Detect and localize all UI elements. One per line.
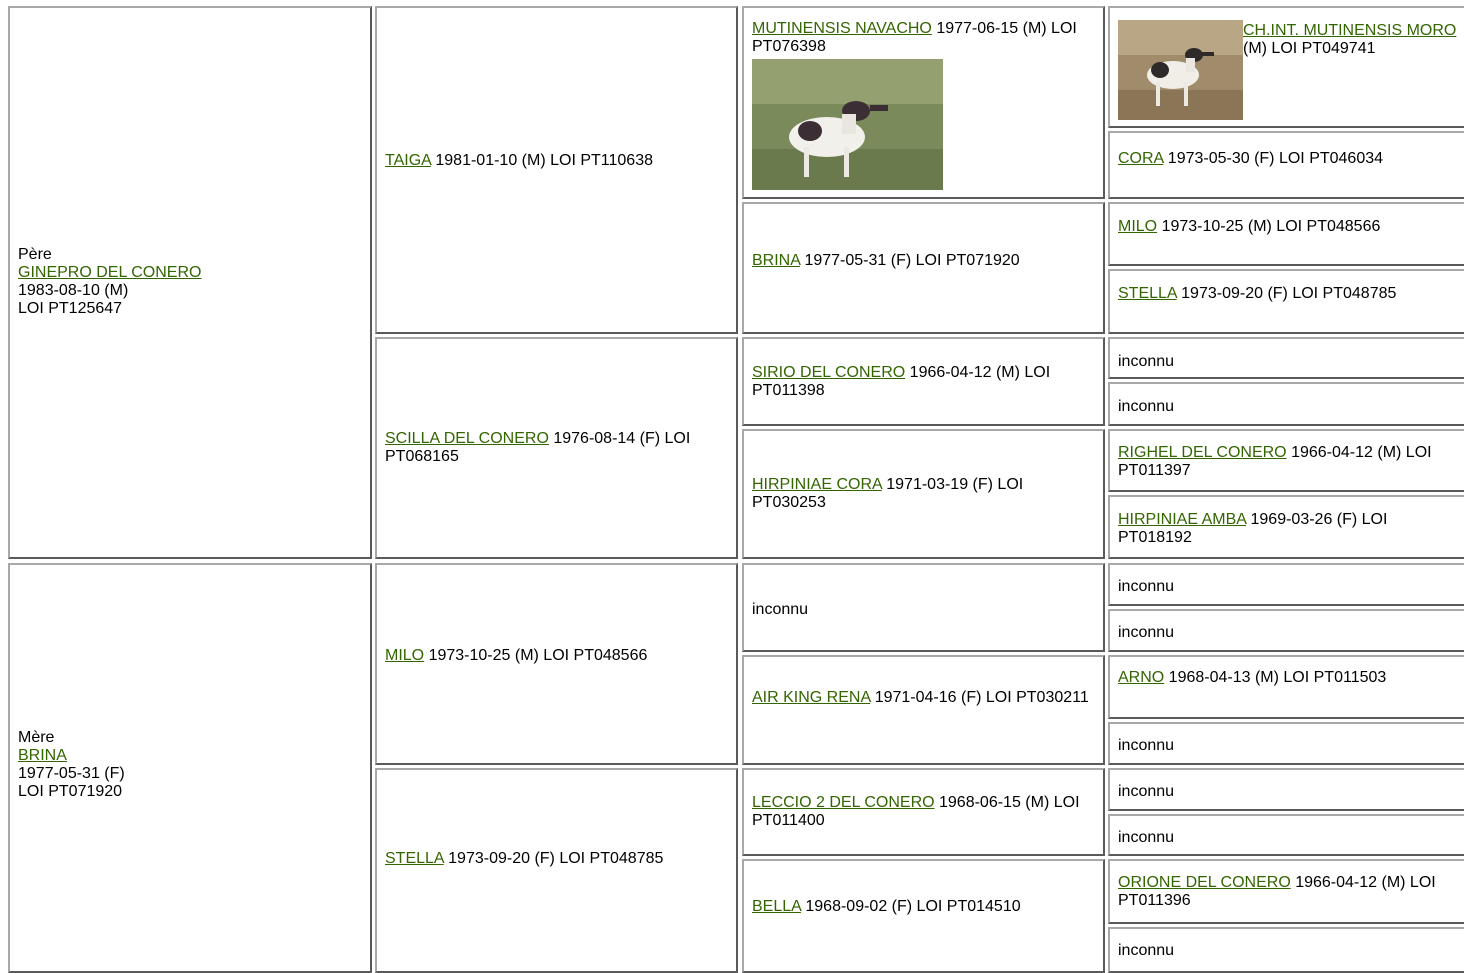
gen4-sdds-link[interactable]: RIGHEL DEL CONERO (1118, 444, 1287, 461)
gen4-sssd-link[interactable]: CORA (1118, 150, 1164, 167)
gen3-dsd-cell: AIR KING RENA 1971-04-16 (F) LOI PT03021… (742, 655, 1105, 765)
dog-photo-navacho[interactable] (752, 59, 943, 190)
gen3-ddd-cell: BELLA 1968-09-02 (F) LOI PT014510 (742, 859, 1105, 973)
gen4-ddds-cell: ORIONE DEL CONERO 1966-04-12 (M) LOI PT0… (1108, 859, 1464, 924)
gen3-sss-link[interactable]: MUTINENSIS NAVACHO (752, 20, 932, 37)
gen3-dsd-link[interactable]: AIR KING RENA (752, 689, 871, 706)
gen3-dss-unknown: inconnu (752, 601, 809, 618)
gen3-ddd-link[interactable]: BELLA (752, 898, 801, 915)
gen4-ssds-info: 1973-10-25 (M) LOI PT048566 (1157, 218, 1381, 235)
gen3-ssd-link[interactable]: BRINA (752, 252, 801, 269)
gen2-ss-info: 1981-01-10 (M) LOI PT110638 (430, 152, 653, 169)
dam-name-link[interactable]: BRINA (18, 747, 67, 764)
gen3-dsd-info: 1971-04-16 (F) LOI PT030211 (870, 689, 1089, 706)
gen4-sssd-info: 1973-05-30 (F) LOI PT046034 (1163, 150, 1384, 167)
gen4-ssdss-cell: inconnu (1108, 337, 1464, 379)
gen4-dsdd-unknown: inconnu (1118, 737, 1175, 754)
dam-loi: LOI PT071920 (18, 783, 123, 800)
gen2-dd-link[interactable]: STELLA (385, 850, 444, 867)
gen4-sdss-unknown: inconnu (1118, 353, 1175, 370)
gen2-ds-info: 1973-10-25 (M) LOI PT048566 (424, 647, 648, 664)
gen3-sds-cell: SIRIO DEL CONERO 1966-04-12 (M) LOI PT01… (742, 337, 1105, 426)
gen4-dddd-cell: inconnu (1108, 927, 1464, 973)
gen4-sdds-cell: RIGHEL DEL CONERO 1966-04-12 (M) LOI PT0… (1108, 429, 1464, 492)
gen4-dsds-link[interactable]: ARNO (1118, 669, 1165, 686)
gen3-sds-link[interactable]: SIRIO DEL CONERO (752, 364, 906, 381)
gen4-ddsd-unknown: inconnu (1118, 829, 1175, 846)
gen4-sddd-info: 1969-03-26 (F) LOI PT018192 (1118, 511, 1388, 546)
gen2-ds-link[interactable]: MILO (385, 647, 425, 664)
gen4-sssd-cell: CORA 1973-05-30 (F) LOI PT046034 (1108, 131, 1464, 199)
gen4-dsss-cell: inconnu (1108, 563, 1464, 606)
gen3-ssd-info: 1977-05-31 (F) LOI PT071920 (800, 252, 1020, 269)
gen4-ddss-unknown: inconnu (1118, 783, 1175, 800)
dog-photo-moro[interactable] (1118, 20, 1243, 120)
gen4-ssss-info: (M) LOI PT049741 (1243, 40, 1376, 57)
gen4-ssdd-cell: STELLA 1973-09-20 (F) LOI PT048785 (1108, 269, 1464, 334)
gen4-ssds-link[interactable]: MILO (1118, 218, 1158, 235)
gen3-dds-info: 1968-06-15 (M) LOI PT011400 (752, 794, 1080, 829)
gen3-sss-cell: MUTINENSIS NAVACHO 1977-06-15 (M) LOI PT… (742, 6, 1105, 199)
gen4-dddd-unknown: inconnu (1118, 942, 1175, 959)
dam-date: 1977-05-31 (F) (18, 765, 125, 782)
gen4-sdds-info: 1966-04-12 (M) LOI PT011397 (1118, 444, 1432, 479)
gen3-sds-info: 1966-04-12 (M) LOI PT011398 (752, 364, 1051, 399)
gen3-dss-cell: inconnu (742, 563, 1105, 652)
gen3-dds-link[interactable]: LECCIO 2 DEL CONERO (752, 794, 935, 811)
sire-date: 1983-08-10 (M) (18, 282, 129, 299)
gen4-dsss-unknown: inconnu (1118, 578, 1175, 595)
gen4-dsdd-cell: inconnu (1108, 722, 1464, 765)
gen4-dsds-cell: ARNO 1968-04-13 (M) LOI PT011503 (1108, 655, 1464, 719)
dam-label: Mère (18, 729, 55, 746)
gen4-ddss-cell: inconnu (1108, 768, 1464, 811)
dam-cell: Mère BRINA 1977-05-31 (F) LOI PT071920 (8, 563, 372, 973)
gen4-ssdd-link[interactable]: STELLA (1118, 285, 1177, 302)
gen3-sdd-cell: HIRPINIAE CORA 1971-03-19 (F) LOI PT0302… (742, 429, 1105, 559)
gen2-sd-cell: SCILLA DEL CONERO 1976-08-14 (F) LOI PT0… (375, 337, 738, 559)
gen3-dds-cell: LECCIO 2 DEL CONERO 1968-06-15 (M) LOI P… (742, 768, 1105, 856)
gen4-sdsd-unknown: inconnu (1118, 398, 1175, 415)
sire-label: Père (18, 246, 52, 263)
sire-loi: LOI PT125647 (18, 300, 123, 317)
gen4-sddd-link[interactable]: HIRPINIAE AMBA (1118, 511, 1247, 528)
gen4-ssss-link[interactable]: CH.INT. MUTINENSIS MORO (1243, 22, 1457, 39)
gen4-ssdd-info: 1973-09-20 (F) LOI PT048785 (1176, 285, 1397, 302)
gen4-ddds-link[interactable]: ORIONE DEL CONERO (1118, 874, 1291, 891)
gen3-ssd-cell: BRINA 1977-05-31 (F) LOI PT071920 (742, 202, 1105, 334)
gen2-dd-info: 1973-09-20 (F) LOI PT048785 (443, 850, 664, 867)
gen2-ss-cell: TAIGA 1981-01-10 (M) LOI PT110638 (375, 6, 738, 334)
gen4-sdsd-cell: inconnu (1108, 382, 1464, 426)
gen4-dsds-info: 1968-04-13 (M) LOI PT011503 (1164, 669, 1387, 686)
gen3-sdd-link[interactable]: HIRPINIAE CORA (752, 476, 882, 493)
gen4-dssd-cell: inconnu (1108, 609, 1464, 652)
gen2-dd-cell: STELLA 1973-09-20 (F) LOI PT048785 (375, 768, 738, 973)
gen2-ss-link[interactable]: TAIGA (385, 152, 431, 169)
gen4-ddsd-cell: inconnu (1108, 814, 1464, 856)
gen4-sddd-cell: HIRPINIAE AMBA 1969-03-26 (F) LOI PT0181… (1108, 495, 1464, 559)
gen4-ssds-cell: MILO 1973-10-25 (M) LOI PT048566 (1108, 202, 1464, 266)
gen4-ddds-info: 1966-04-12 (M) LOI PT011396 (1118, 874, 1436, 909)
sire-cell: Père GINEPRO DEL CONERO 1983-08-10 (M) L… (8, 6, 372, 559)
gen2-sd-link[interactable]: SCILLA DEL CONERO (385, 430, 549, 447)
sire-name-link[interactable]: GINEPRO DEL CONERO (18, 264, 202, 281)
gen3-ddd-info: 1968-09-02 (F) LOI PT014510 (800, 898, 1021, 915)
gen3-sss-info: 1977-06-15 (M) LOI PT076398 (752, 20, 1077, 55)
gen3-sdd-info: 1971-03-19 (F) LOI PT030253 (752, 476, 1024, 511)
gen4-ssss-cell: CH.INT. MUTINENSIS MORO (M) LOI PT049741 (1108, 6, 1464, 128)
gen2-sd-info: 1976-08-14 (F) LOI PT068165 (385, 430, 691, 465)
gen2-ds-cell: MILO 1973-10-25 (M) LOI PT048566 (375, 563, 738, 765)
gen4-dssd-unknown: inconnu (1118, 624, 1175, 641)
